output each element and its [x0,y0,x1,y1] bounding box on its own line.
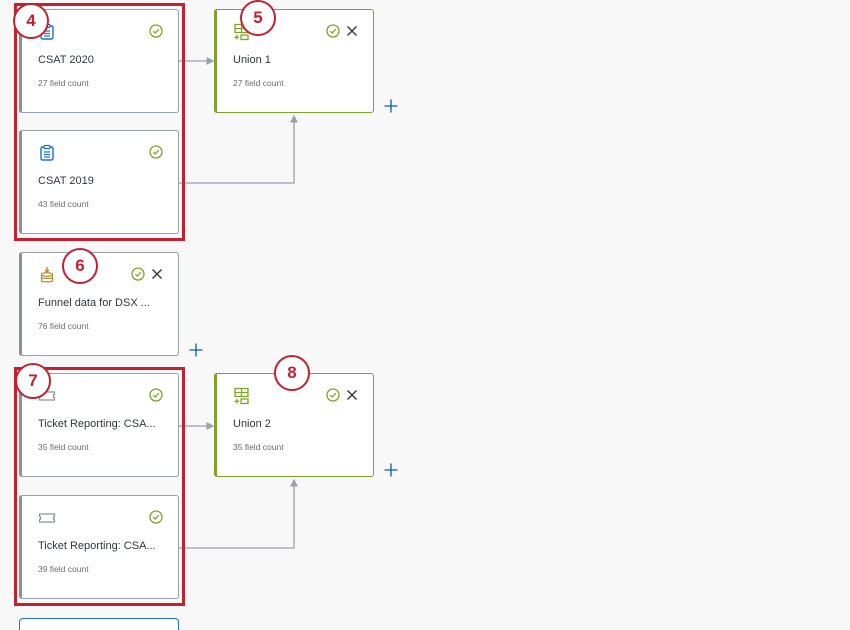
add-node-plus-icon[interactable] [384,463,398,477]
add-node-plus-icon[interactable] [384,99,398,113]
node-title: Union 1 [233,54,271,66]
node-field-count: 43 field count [38,199,89,209]
ticket-icon [38,513,56,523]
close-icon[interactable] [345,388,359,402]
union-table-icon [234,23,249,41]
check-circle-icon [326,24,340,38]
dataset-node-csat-2019[interactable]: CSAT 2019 43 field count [19,130,179,234]
check-circle-icon [149,510,163,524]
imported-data-icon [40,267,54,283]
check-circle-icon [149,24,163,38]
node-title: Ticket Reporting: CSA... [38,540,156,552]
survey-clipboard-icon [40,144,54,161]
node-field-count: 35 field count [38,442,89,452]
node-field-count: 27 field count [38,78,89,88]
node-title: Funnel data for DSX ... [38,297,150,309]
check-circle-icon [149,145,163,159]
callout-5: 5 [240,0,276,36]
dataset-node-partial[interactable] [19,618,179,630]
close-icon[interactable] [345,24,359,38]
check-circle-icon [326,388,340,402]
dataset-node-funnel-data[interactable]: Funnel data for DSX ... 76 field count [19,252,179,356]
node-title: Ticket Reporting: CSA... [38,418,156,430]
node-field-count: 76 field count [38,321,89,331]
union-table-icon [234,387,249,405]
check-circle-icon [149,388,163,402]
callout-7: 7 [15,363,51,399]
add-node-plus-icon[interactable] [189,343,203,357]
node-field-count: 27 field count [233,78,284,88]
node-title: Union 2 [233,418,271,430]
union-node-union-1[interactable]: Union 1 27 field count [214,9,374,113]
check-circle-icon [131,267,145,281]
callout-8: 8 [274,355,310,391]
node-field-count: 35 field count [233,442,284,452]
callout-4: 4 [13,3,49,39]
callout-6: 6 [62,248,98,284]
close-icon[interactable] [150,267,164,281]
node-title: CSAT 2020 [38,54,94,66]
node-field-count: 39 field count [38,564,89,574]
node-title: CSAT 2019 [38,175,94,187]
dataset-node-ticket-reporting-2[interactable]: Ticket Reporting: CSA... 39 field count [19,495,179,599]
